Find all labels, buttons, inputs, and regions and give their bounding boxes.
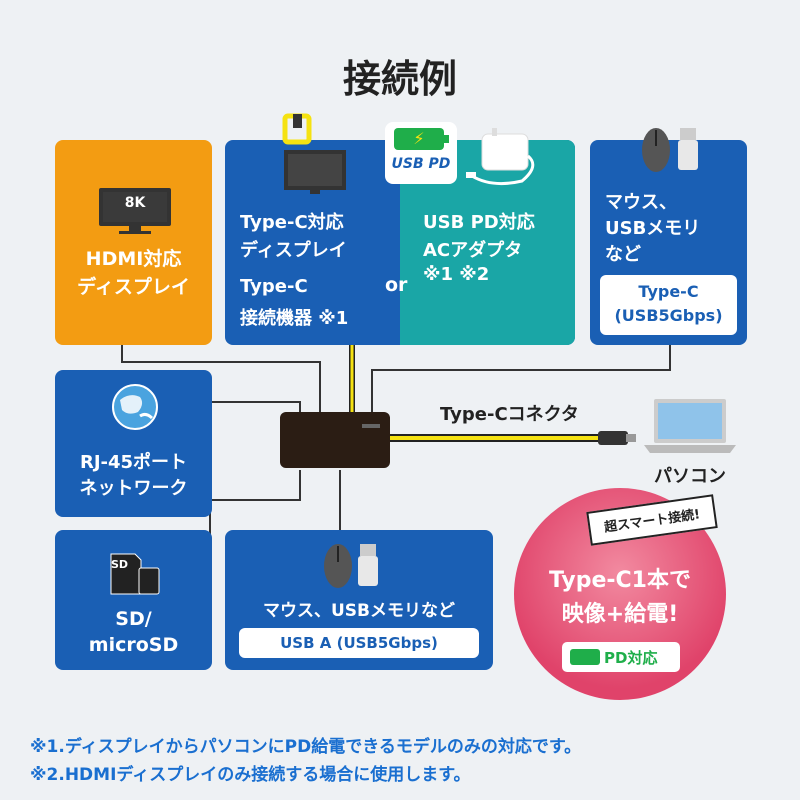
usbpd-line2: ACアダプタ	[423, 240, 523, 261]
typec-monitor-icon	[282, 113, 346, 194]
rj45-line2: ネットワーク	[79, 478, 188, 499]
hdmi-label-line1: HDMI対応	[85, 248, 182, 270]
pd-battery-icon	[570, 649, 600, 665]
usba-pill: USB A (USB5Gbps)	[280, 634, 438, 652]
usba-line1: マウス、USBメモリなど	[262, 601, 455, 621]
footnote-1: ※1.ディスプレイからパソコンにPD給電できるモデルのみの対応です。	[30, 737, 582, 757]
typec-display-line2: ディスプレイ	[240, 240, 347, 261]
usbpd-logo: ⚡ USB PD	[385, 122, 457, 184]
hdmi-label-line2: ディスプレイ	[77, 276, 190, 298]
typec-plug	[598, 431, 628, 445]
tv-8k-icon	[99, 188, 171, 234]
sd-card-text: SD	[111, 558, 129, 571]
hdmi-cable	[121, 345, 321, 412]
promo-line1: Type-C1本で	[549, 568, 691, 593]
badge-8k: 8K	[124, 195, 146, 211]
mouse-typec-pill2: (USB5Gbps)	[614, 306, 723, 325]
sd-cable	[209, 470, 301, 540]
battery-icon: ⚡	[394, 128, 444, 150]
page-title: 接続例	[342, 57, 457, 101]
usbpd-line3: ※1 ※2	[423, 264, 490, 285]
laptop-icon	[644, 399, 736, 453]
promo-line2: 映像+給電!	[561, 602, 679, 627]
usbpd-line1: USB PD対応	[423, 212, 535, 233]
mouse-typec-cable	[371, 345, 671, 412]
typec-device-line1: Type-C	[240, 276, 308, 297]
hdmi-display-card: 8K HDMI対応 ディスプレイ	[55, 140, 212, 345]
pc-label: パソコン	[654, 466, 726, 487]
usba-card: マウス、USBメモリなど USB A (USB5Gbps)	[225, 530, 493, 670]
mouse-typec-line3: など	[605, 244, 641, 265]
pd-badge: PD対応	[562, 642, 680, 672]
mouse-typec-line2: USBメモリ	[605, 218, 701, 239]
pd-badge-text: PD対応	[604, 649, 658, 667]
typec-connector-label: Type-Cコネクタ	[440, 404, 579, 425]
sd-card-icon	[110, 553, 160, 595]
typec-display-line1: Type-C対応	[240, 212, 344, 233]
usbpd-logo-text: USB PD	[391, 156, 451, 172]
mouse-usb-icon-bottom	[324, 544, 378, 588]
rj45-card: RJ-45ポート ネットワーク	[55, 370, 212, 517]
mouse-typec-line1: マウス、	[605, 192, 677, 213]
mouse-usb-icon-top	[642, 128, 698, 172]
globe-network-icon	[112, 384, 158, 430]
sd-line2: microSD	[88, 634, 179, 656]
or-label: or	[385, 274, 408, 296]
mouse-typec-card: マウス、 USBメモリ など Type-C (USB5Gbps)	[590, 140, 747, 345]
mouse-typec-pill1: Type-C	[638, 282, 699, 301]
rj45-line1: RJ-45ポート	[79, 452, 188, 473]
usb-hub-device	[280, 412, 390, 468]
ac-adapter-icon	[466, 128, 535, 186]
footnote-2: ※2.HDMIディスプレイのみ接続する場合に使用します。	[30, 765, 471, 785]
sd-line1: SD/	[115, 608, 152, 630]
sd-card-slot-card: SD SD/ microSD	[55, 530, 212, 670]
typec-device-line2: 接続機器 ※1	[240, 308, 349, 329]
